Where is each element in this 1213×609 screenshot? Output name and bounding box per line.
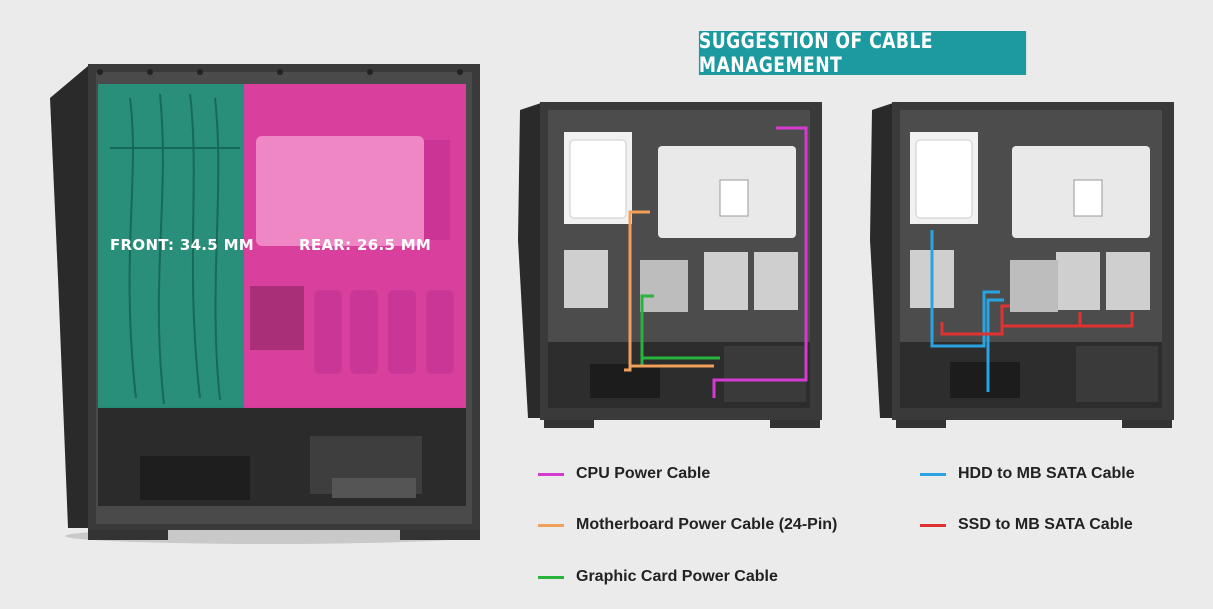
legend-label: HDD to MB SATA Cable xyxy=(958,465,1135,482)
cpu-power-cable xyxy=(712,126,808,398)
hdd-sata-cable xyxy=(930,230,1000,348)
legend-swatch xyxy=(920,523,946,527)
legend-swatch xyxy=(538,523,564,527)
case-sata-cables xyxy=(870,102,1174,428)
legend-label: Motherboard Power Cable (24-Pin) xyxy=(576,516,838,533)
legend-swatch xyxy=(920,472,946,476)
legend-item-graphic-card-power: Graphic Card Power Cable xyxy=(538,566,778,588)
legend-item-motherboard-power: Motherboard Power Cable (24-Pin) xyxy=(538,514,837,536)
front-clearance-label: FRONT: 34.5 MM xyxy=(110,236,255,254)
page-title-banner: SUGGESTION OF CABLE MANAGEMENT xyxy=(698,29,1027,77)
legend-label: CPU Power Cable xyxy=(576,465,711,482)
legend-item-hdd-sata: HDD to MB SATA Cable xyxy=(920,463,1135,485)
rear-clearance-label: REAR: 26.5 MM xyxy=(299,236,432,254)
graphic-card-power-cable xyxy=(640,294,654,366)
legend-label: Graphic Card Power Cable xyxy=(576,568,778,585)
ssd-sata-cable xyxy=(940,304,1010,336)
front-zone xyxy=(98,84,244,408)
case-side-view xyxy=(50,64,480,544)
legend-swatch xyxy=(538,472,564,476)
legend-item-cpu-power: CPU Power Cable xyxy=(538,463,710,485)
case-power-cables xyxy=(518,102,822,428)
legend-item-ssd-sata: SSD to MB SATA Cable xyxy=(920,514,1133,536)
motherboard-power-cable xyxy=(624,210,650,372)
legend-label: SSD to MB SATA Cable xyxy=(958,516,1133,533)
legend-swatch xyxy=(538,575,564,579)
page-title: SUGGESTION OF CABLE MANAGEMENT xyxy=(698,29,933,77)
